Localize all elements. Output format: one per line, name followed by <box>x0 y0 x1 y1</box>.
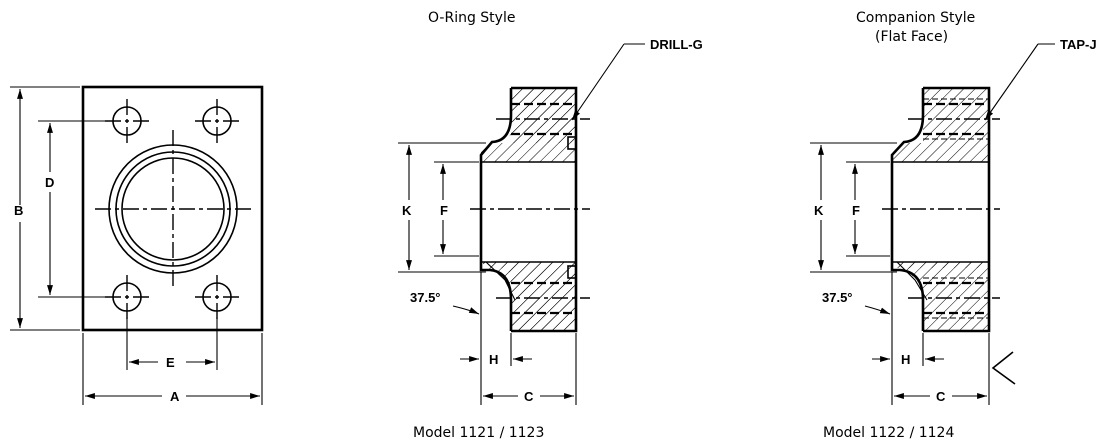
bolt-hole-bottom-right <box>195 275 239 319</box>
drill-g-label: DRILL-G <box>650 37 703 52</box>
dimension-h-right: H <box>872 272 944 367</box>
dimension-c-right: C <box>891 333 990 405</box>
companion-style-title-2: (Flat Face) <box>875 29 948 45</box>
tap-j-label: TAP-J <box>1060 37 1097 52</box>
dimension-f-right: F <box>846 161 890 257</box>
bolt-hole-top-left <box>105 99 149 143</box>
oring-groove-bottom <box>567 265 577 279</box>
oring-style-title: O-Ring Style <box>428 10 515 26</box>
dimension-c-left: C <box>480 333 577 405</box>
drill-g-callout: DRILL-G <box>571 37 703 121</box>
model-right-caption: Model 1122 / 1124 <box>823 425 954 441</box>
angle-label-right: 37.5° <box>822 290 853 305</box>
dimension-d <box>38 120 110 298</box>
dim-label-b: B <box>14 203 23 218</box>
dim-label-f-right: F <box>852 203 860 218</box>
dimension-h-left: H <box>460 272 532 367</box>
oring-groove-top <box>567 136 577 150</box>
model-left-caption: Model 1121 / 1123 <box>413 425 544 441</box>
front-view: B D E A <box>10 85 264 405</box>
dimension-k-left: K <box>398 142 486 273</box>
dimension-a <box>82 333 263 405</box>
surface-finish-symbol <box>991 351 1016 385</box>
tap-j-callout: TAP-J <box>984 37 1097 121</box>
dimension-e <box>126 317 218 370</box>
angle-callout-left: 37.5° <box>410 290 480 315</box>
dim-label-d: D <box>45 175 54 190</box>
dimension-k-right: K <box>810 142 897 273</box>
angle-callout-right: 37.5° <box>822 290 891 315</box>
dimension-f-left: F <box>434 161 479 257</box>
bolt-hole-bottom-left <box>105 275 149 319</box>
dim-label-h-right: H <box>901 352 910 367</box>
dim-label-a: A <box>170 389 180 404</box>
dim-label-c-right: C <box>936 389 946 404</box>
dim-label-k-left: K <box>402 203 412 218</box>
angle-label-left: 37.5° <box>410 290 441 305</box>
dim-label-k-right: K <box>814 203 824 218</box>
dimension-b <box>10 86 80 331</box>
dim-label-c-left: C <box>524 389 534 404</box>
oring-section-view: O-Ring Style DRILL-G <box>398 10 703 441</box>
bolt-hole-top-right <box>195 99 239 143</box>
dim-label-e: E <box>166 355 175 370</box>
companion-style-title-1: Companion Style <box>856 10 975 26</box>
flange-body-outline <box>81 85 264 332</box>
companion-section-view: Companion Style (Flat Face) TAP-J <box>810 10 1097 441</box>
dim-label-h-left: H <box>489 352 498 367</box>
dim-label-f-left: F <box>440 203 448 218</box>
